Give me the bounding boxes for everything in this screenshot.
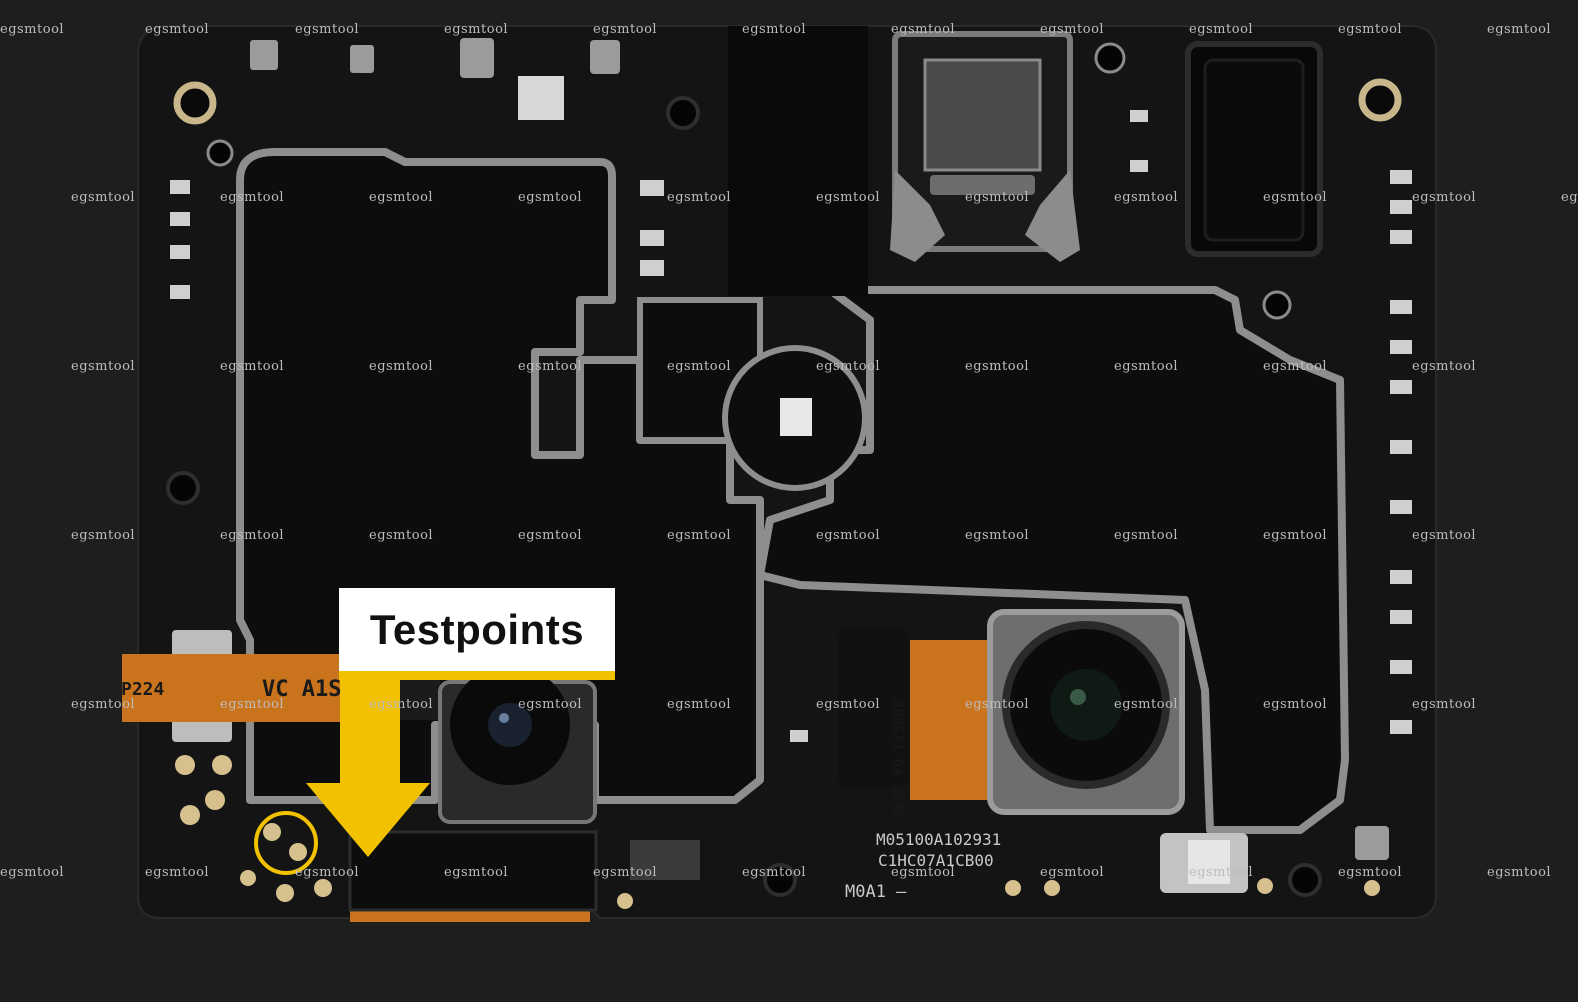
- test-pads: [175, 755, 1380, 909]
- serial-marking-2: C1HC07A1CB00: [878, 851, 994, 870]
- testpoint-arrow-icon: [306, 680, 430, 857]
- flash-led: [722, 345, 868, 491]
- board-code-marking: M0A1 —: [845, 882, 907, 902]
- flex-cable: [122, 654, 350, 722]
- smd-components: [170, 110, 1412, 880]
- main-camera: [838, 609, 1185, 815]
- testpoints-callout: Testpoints: [339, 588, 615, 680]
- testpoints-label: Testpoints: [369, 605, 585, 653]
- flex-marking-left: P224: [121, 679, 165, 700]
- flex-marking-mid: VC A1S: [262, 677, 342, 702]
- camera-flex-marking: 888SA1 GA 8898: [889, 700, 905, 819]
- antenna-contacts: [250, 38, 1389, 860]
- testpoint-highlight-circle: [254, 811, 318, 875]
- serial-marking-1: M05100A102931: [876, 830, 1002, 849]
- mounting-holes: [166, 42, 1402, 897]
- front-camera: [438, 665, 597, 824]
